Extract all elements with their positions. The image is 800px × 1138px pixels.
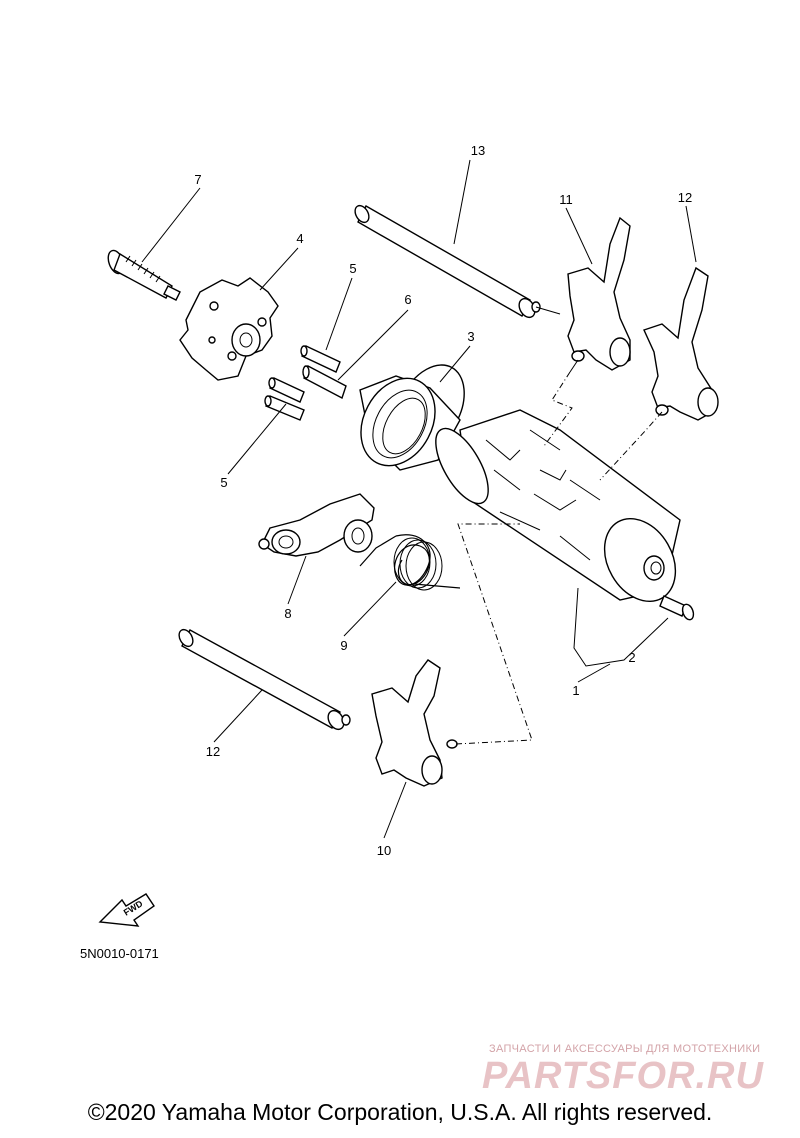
callout-label: 1 — [572, 683, 579, 698]
part-3-bearing — [359, 364, 465, 471]
part-14-shift-rod — [354, 204, 561, 319]
callout-label: 11 — [559, 192, 573, 207]
fwd-arrow-icon: FWD — [98, 893, 155, 927]
callout-label: 9 — [340, 638, 347, 653]
part-13-shift-rod — [178, 628, 351, 731]
part-5-6-pins — [264, 345, 347, 421]
callout-label: 8 — [284, 606, 291, 621]
callout-label: 10 — [377, 843, 391, 858]
part-11-shift-fork — [567, 216, 631, 373]
watermark-tagline: ЗАПЧАСТИ И АКСЕССУАРЫ ДЛЯ МОТОТЕХНИКИ — [489, 1043, 761, 1055]
callout-label: 13 — [471, 143, 485, 158]
callout-label: 6 — [404, 292, 411, 307]
assembly-guide-lines — [455, 371, 663, 745]
leader-lines — [141, 159, 697, 839]
diagram-code: 5N0010-0171 — [80, 946, 159, 961]
part-8-stopper-lever — [258, 493, 375, 557]
callout-label: 7 — [194, 172, 201, 187]
callout-label: 12 — [678, 190, 692, 205]
copyright-notice: ©2020 Yamaha Motor Corporation, U.S.A. A… — [87, 1099, 713, 1125]
callout-label: 3 — [467, 329, 474, 344]
callout-label: 12 — [206, 744, 220, 759]
callout-label: 4 — [296, 231, 303, 246]
callout-label: 2 — [628, 650, 635, 665]
callout-label: 5 — [349, 261, 356, 276]
part-10-shift-fork — [371, 659, 458, 787]
part-9-spring — [359, 534, 461, 591]
part-1-shift-drum — [435, 409, 681, 603]
part-12-shift-fork — [643, 266, 719, 421]
part-4-segment — [179, 277, 279, 381]
watermark-logo: PARTSFOR.RU — [482, 1055, 764, 1097]
part-7-bolt — [107, 249, 181, 301]
part-2-pin — [659, 595, 695, 621]
callout-label: 5 — [220, 475, 227, 490]
